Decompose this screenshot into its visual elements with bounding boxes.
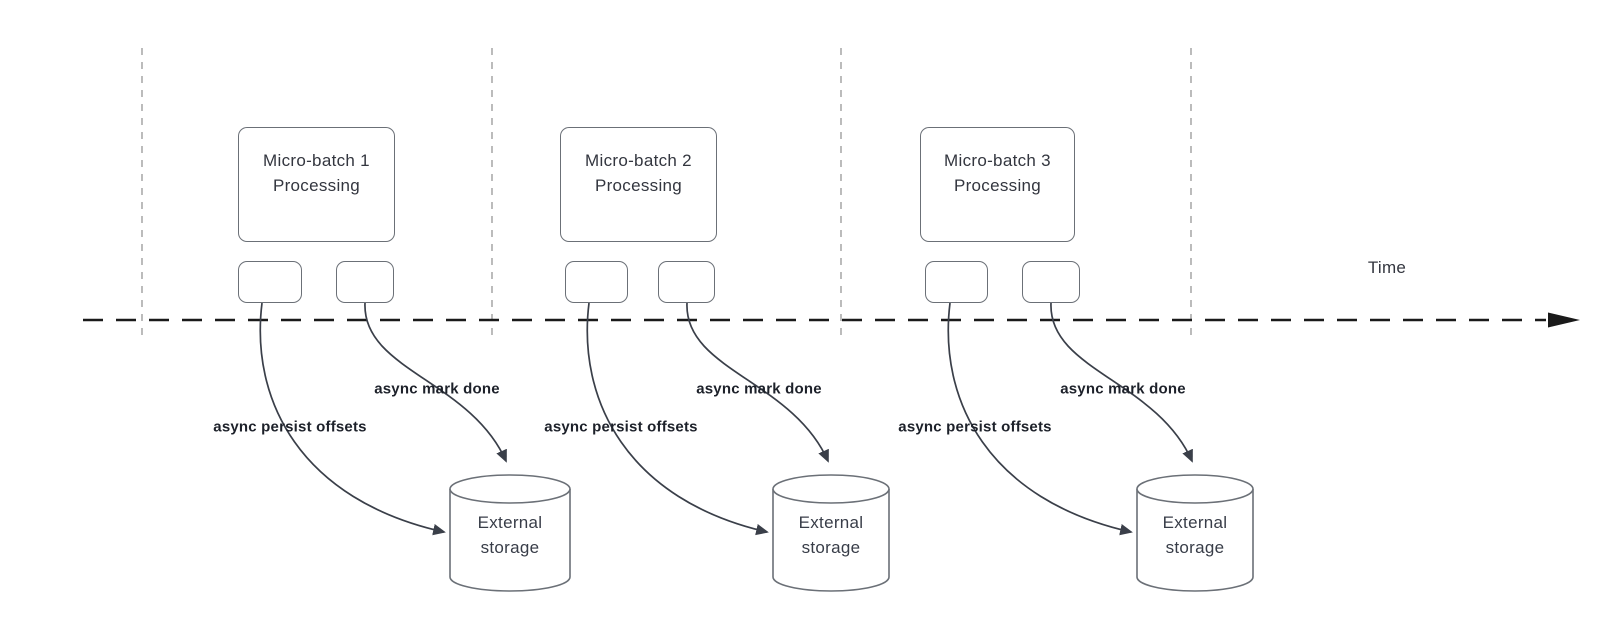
- microbatch-2-markdone-box: [658, 261, 715, 303]
- microbatch-3-markdone-box: [1022, 261, 1080, 303]
- mark-done-label-2: async mark done: [696, 380, 822, 398]
- mark-done-label-3: async mark done: [1060, 380, 1186, 398]
- time-axis-label: Time: [1367, 258, 1407, 277]
- microbatch-1-processing-box: Micro-batch 1 Processing: [238, 127, 395, 242]
- time-axis-arrowhead-icon: [1548, 312, 1580, 328]
- external-storage-label-3: External storage: [1162, 512, 1228, 558]
- persist-offsets-arrow-2: [586, 302, 769, 536]
- persist-offsets-label-1: async persist offsets: [213, 418, 367, 436]
- persist-offsets-arrow-3: [947, 302, 1133, 536]
- mark-done-arrow-2: [686, 302, 829, 463]
- mark-done-label-1: async mark done: [374, 380, 500, 398]
- mark-done-arrow-1: [364, 302, 507, 463]
- persist-offsets-label-2: async persist offsets: [544, 418, 698, 436]
- microbatch-3-offset-box: [925, 261, 988, 303]
- database-cylinder-icon-3: [1136, 474, 1254, 592]
- database-cylinder-icon-2: [772, 474, 890, 592]
- mark-done-arrow-3: [1050, 302, 1193, 463]
- external-storage-label-2: External storage: [798, 512, 864, 558]
- microbatch-2-offset-box: [565, 261, 628, 303]
- external-storage-label-1: External storage: [477, 512, 543, 558]
- microbatch-1-offset-box: [238, 261, 302, 303]
- microbatch-2-processing-box: Micro-batch 2 Processing: [560, 127, 717, 242]
- microbatch-1-markdone-box: [336, 261, 394, 303]
- microbatch-3-processing-box: Micro-batch 3 Processing: [920, 127, 1075, 242]
- persist-offsets-label-3: async persist offsets: [898, 418, 1052, 436]
- database-cylinder-icon-1: [449, 474, 571, 592]
- persist-offsets-arrow-1: [259, 302, 446, 536]
